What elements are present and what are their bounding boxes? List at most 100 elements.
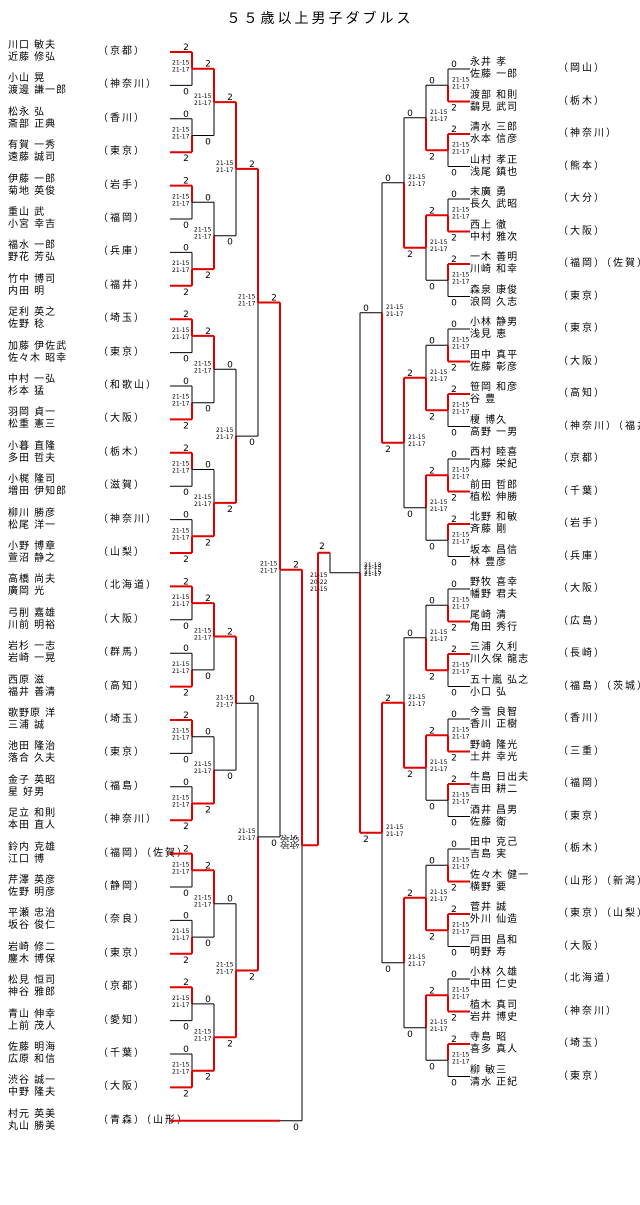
player-name: 歌野原 洋 bbox=[8, 708, 57, 719]
team-names: 芹澤 英彦佐野 明彦 bbox=[8, 875, 96, 899]
game-score: 0 bbox=[407, 1030, 413, 1040]
set-score: 21-15 bbox=[194, 360, 212, 367]
set-score: 21-17 bbox=[452, 603, 470, 610]
player-name: 有賀 一秀 bbox=[8, 140, 57, 152]
player-name: 牛島 日出夫 bbox=[470, 772, 530, 783]
prefecture: （熊本） bbox=[558, 160, 606, 172]
game-score: 2 bbox=[451, 364, 457, 374]
player-name: 中野 隆夫 bbox=[8, 1087, 57, 1099]
prefecture: （北海道） bbox=[558, 973, 618, 984]
final-set-score: 21-15 bbox=[310, 572, 328, 579]
game-score: 2 bbox=[429, 932, 435, 942]
final-set-score: 21-15 bbox=[310, 586, 328, 593]
game-score: 2 bbox=[429, 466, 435, 476]
prefecture: （群馬） bbox=[98, 647, 146, 659]
game-score: 0 bbox=[451, 580, 457, 590]
set-score: 21-17 bbox=[430, 636, 448, 643]
player-name: 佐野 稔 bbox=[8, 319, 46, 331]
prefecture: （東京） bbox=[98, 947, 146, 959]
prefecture: （神奈川） bbox=[558, 128, 618, 139]
team-names: 川口 敏夫近藤 修弘 bbox=[8, 40, 96, 64]
prefecture: （滋賀） bbox=[98, 480, 146, 492]
set-score: 21-15 bbox=[172, 527, 190, 534]
prefecture: （大阪） bbox=[98, 1081, 146, 1093]
game-score: 2 bbox=[205, 60, 211, 70]
player-name: 足利 英之 bbox=[8, 307, 57, 319]
game-score: 2 bbox=[183, 288, 189, 298]
set-score: 21-17 bbox=[452, 278, 470, 285]
game-score: 2 bbox=[451, 125, 457, 135]
set-score: 21-15 bbox=[430, 239, 448, 246]
set-score: 21-15 bbox=[430, 629, 448, 636]
player-name: 神谷 雅郎 bbox=[8, 987, 57, 999]
player-name: 野花 芳弘 bbox=[8, 252, 57, 264]
player-name: 川口 敏夫 bbox=[8, 40, 57, 51]
player-name: 佐藤 衛 bbox=[470, 816, 508, 828]
game-score: 2 bbox=[451, 884, 457, 894]
player-name: 小野 博章 bbox=[8, 541, 57, 552]
game-score: 2 bbox=[249, 973, 255, 983]
game-score: 0 bbox=[451, 190, 457, 200]
game-score: 2 bbox=[183, 689, 189, 699]
player-name: 水本 信彦 bbox=[470, 134, 519, 145]
game-score: 0 bbox=[451, 970, 457, 980]
prefecture: （和歌山） bbox=[98, 380, 158, 391]
game-score: 0 bbox=[429, 282, 435, 292]
set-score: 21-17 bbox=[452, 668, 470, 675]
player-name: 五十嵐 弘之 bbox=[470, 674, 530, 686]
player-name: 川久保 龍志 bbox=[470, 654, 530, 665]
set-score: 21-17 bbox=[452, 798, 470, 805]
prefecture: （埼玉） bbox=[558, 1038, 606, 1049]
set-score: 21-15 bbox=[452, 206, 470, 213]
set-score: 21-15 bbox=[452, 596, 470, 603]
set-score: 21-15 bbox=[172, 394, 190, 401]
set-score: 21-15 bbox=[172, 728, 190, 735]
set-score: 21-15 bbox=[194, 895, 212, 902]
player-name: 佐藤 明海 bbox=[8, 1042, 57, 1053]
player-name: 野崎 隆光 bbox=[470, 739, 519, 751]
set-score: 21-17 bbox=[430, 1026, 448, 1033]
player-name: 増田 伊知郎 bbox=[8, 486, 68, 498]
prefecture: （東京） bbox=[558, 810, 606, 822]
player-name: 福井 善清 bbox=[8, 686, 57, 698]
player-name: 足立 和則 bbox=[8, 808, 57, 820]
game-score: 2 bbox=[183, 421, 189, 431]
game-score: 2 bbox=[183, 711, 189, 721]
player-name: 近藤 修弘 bbox=[8, 52, 57, 63]
player-name: 川崎 和幸 bbox=[470, 264, 519, 275]
set-score: 21-17 bbox=[452, 213, 470, 220]
team-names: 松見 恒司神谷 雅郎 bbox=[8, 975, 96, 999]
game-score: 2 bbox=[451, 905, 457, 915]
prefecture: （北海道） bbox=[98, 580, 158, 592]
player-name: 前田 哲郎 bbox=[470, 479, 519, 491]
player-name: 中田 仁史 bbox=[470, 979, 519, 990]
set-score: 21-15 bbox=[452, 336, 470, 343]
player-name: 松見 恒司 bbox=[8, 975, 57, 987]
team-names: 北野 和敏斉藤 剛 bbox=[470, 512, 558, 536]
prefecture: （神奈川） bbox=[98, 79, 158, 91]
game-score: 0 bbox=[205, 995, 211, 1005]
player-name: 笹岡 和彦 bbox=[470, 382, 519, 393]
set-score: 21-15 bbox=[452, 141, 470, 148]
player-name: 榎 博久 bbox=[470, 414, 508, 426]
player-name: 香川 正樹 bbox=[470, 719, 519, 730]
player-name: 廣岡 光 bbox=[8, 586, 46, 598]
player-name: 三浦 久利 bbox=[470, 642, 519, 653]
game-score: 0 bbox=[451, 819, 457, 829]
game-score: 0 bbox=[183, 622, 189, 632]
team-names: 弓削 嘉雄川前 明裕 bbox=[8, 608, 96, 632]
player-name: 村元 英美 bbox=[8, 1108, 57, 1120]
game-score: 0 bbox=[451, 840, 457, 850]
game-score: 0 bbox=[451, 169, 457, 179]
semi-set-score: 21-13 bbox=[364, 562, 382, 569]
set-score: 21-17 bbox=[430, 766, 448, 773]
set-score: 21-17 bbox=[452, 928, 470, 935]
player-name: 柳 敏三 bbox=[470, 1064, 508, 1076]
team-names: 森泉 康俊浪岡 久志 bbox=[470, 285, 558, 309]
set-score: 21-15 bbox=[172, 193, 190, 200]
team-names: 前田 哲郎植松 伸勝 bbox=[470, 480, 558, 504]
prefecture: （栃木） bbox=[558, 843, 606, 854]
player-name: 三浦 誠 bbox=[8, 720, 46, 731]
game-score: 2 bbox=[183, 577, 189, 587]
prefecture: （東京） bbox=[98, 747, 146, 759]
